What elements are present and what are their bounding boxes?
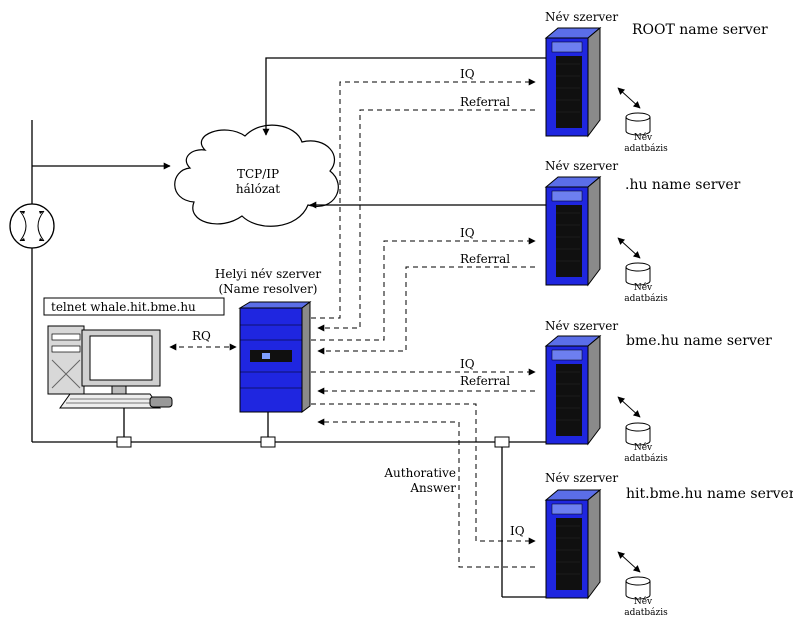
client-command: telnet whale.hit.bme.hu <box>51 300 196 314</box>
bme-database-icon <box>625 422 651 446</box>
root-server-icon <box>545 27 601 137</box>
authorative-label-line2: Answer <box>409 481 456 495</box>
bme-server-name: bme.hu name server <box>626 333 772 349</box>
bme-db-label-line1: Név <box>634 442 653 453</box>
root-iq-label: IQ <box>460 67 475 81</box>
hit-db-link <box>617 551 641 573</box>
network-cloud-icon <box>174 124 339 227</box>
network-label-line2: hálózat <box>236 182 280 196</box>
hit-iq-label: IQ <box>510 524 525 538</box>
hu-server-name: .hu name server <box>625 177 741 193</box>
hit-server-name: hit.bme.hu name server <box>626 486 793 502</box>
local-server-icon <box>238 301 312 413</box>
bme-db-link <box>617 396 641 418</box>
root-db-label-line1: Név <box>634 132 653 143</box>
hu-database-icon <box>625 262 651 286</box>
root-role-label: Név szerver <box>545 10 618 24</box>
bme-db-label-line2: adatbázis <box>624 453 668 464</box>
dns-dashed-paths <box>311 78 536 568</box>
local-server-label-line1: Helyi név szerver <box>215 267 321 281</box>
hu-db-label-line2: adatbázis <box>624 293 668 304</box>
root-db-link <box>617 87 641 109</box>
hit-role-label: Név szerver <box>545 471 618 485</box>
bme-iq-label: IQ <box>460 357 475 371</box>
bme-role-label: Név szerver <box>545 319 618 333</box>
bme-server-icon <box>545 335 601 445</box>
hu-db-link <box>617 237 641 259</box>
root-referral-label: Referral <box>460 95 510 109</box>
hit-db-label-line2: adatbázis <box>624 607 668 618</box>
network-label-line1: TCP/IP <box>237 167 279 181</box>
hit-db-label-line1: Név <box>634 596 653 607</box>
transceiver-bme <box>494 436 510 448</box>
root-db-label-line2: adatbázis <box>624 143 668 154</box>
hu-db-label-line1: Név <box>634 282 653 293</box>
hit-database-icon <box>625 576 651 600</box>
hu-role-label: Név szerver <box>545 159 618 173</box>
hu-referral-label: Referral <box>460 252 510 266</box>
rq-label: RQ <box>192 329 211 343</box>
transceiver-local-server <box>260 436 276 448</box>
command-box <box>43 297 225 316</box>
local-server-label-line2: (Name resolver) <box>219 282 318 296</box>
authorative-label-line1: Authorative <box>383 466 456 480</box>
client-computer-icon <box>47 325 173 409</box>
transceiver-client <box>116 436 132 448</box>
server-network-links <box>262 57 546 209</box>
root-server-name: ROOT name server <box>632 22 768 38</box>
hit-server-icon <box>545 489 601 599</box>
bme-referral-label: Referral <box>460 374 510 388</box>
root-database-icon <box>625 112 651 136</box>
hu-server-icon <box>545 176 601 286</box>
router-icon <box>9 203 55 249</box>
hu-iq-label: IQ <box>460 226 475 240</box>
